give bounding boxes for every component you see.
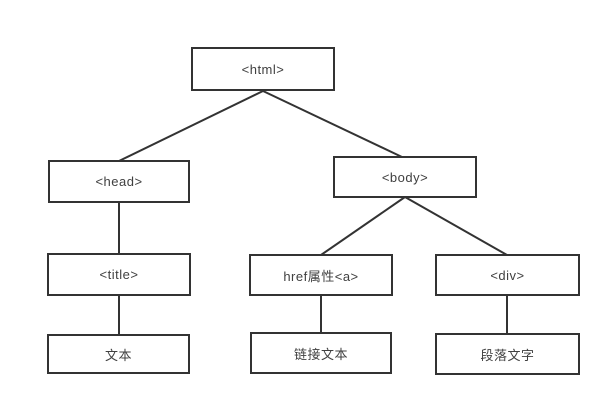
node-head-label: <head>: [95, 174, 143, 189]
node-title-label: <title>: [99, 267, 139, 282]
connector-html-body: [262, 90, 403, 158]
node-div-label: <div>: [490, 267, 525, 283]
node-link-text-label: 链接文本: [293, 346, 348, 362]
node-para-text-label: 段落文字: [480, 347, 535, 363]
node-head: <head>: [48, 160, 190, 203]
connector-body-a: [320, 196, 406, 256]
node-link-text: 链接文本: [250, 332, 392, 374]
node-html-label: <html>: [241, 61, 285, 77]
node-para-text: 段落文字: [435, 333, 580, 375]
node-body: <body>: [333, 156, 477, 198]
node-text-label: 文本: [104, 347, 132, 363]
node-text: 文本: [47, 334, 190, 374]
node-a-href: href属性<a>: [249, 254, 393, 296]
node-a-href-label: href属性<a>: [283, 268, 359, 284]
node-body-label: <body>: [381, 169, 429, 185]
connector-html-head: [118, 90, 264, 162]
node-div: <div>: [435, 254, 580, 296]
connector-body-div: [404, 196, 508, 256]
node-html: <html>: [191, 47, 335, 91]
node-title: <title>: [47, 253, 191, 296]
